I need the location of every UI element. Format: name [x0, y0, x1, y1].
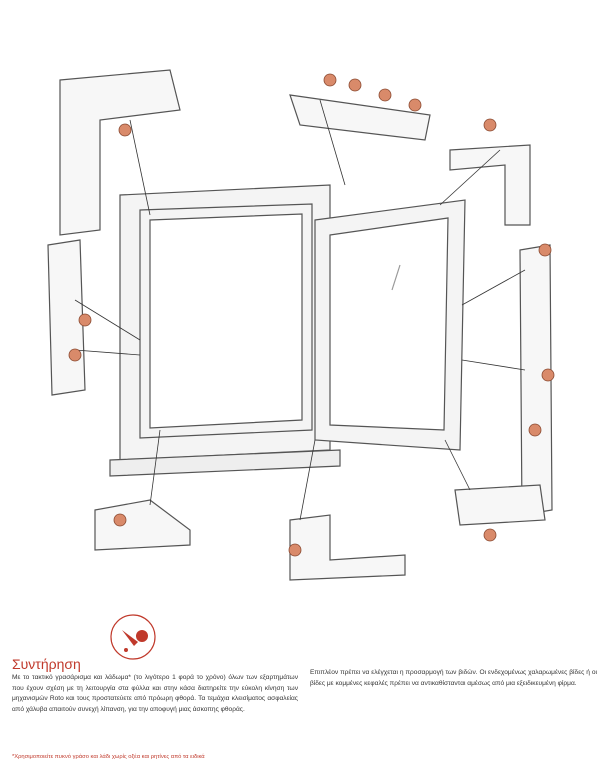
paragraph-right: Επιπλέον πρέπει να ελέγχεται η προσαρμογ… — [310, 669, 597, 687]
oil-drop-icon — [110, 614, 156, 660]
footnote: *Χρησιμοποιείτε πυκνό γράσο και λάδι χωρ… — [12, 754, 205, 760]
paragraph-left: Με το τακτικό γρασάρισμα και λάδωμα* (το… — [12, 674, 298, 713]
window-maintenance-illustration — [47, 69, 555, 581]
detail-bottom-left — [94, 499, 191, 551]
detail-top-left — [59, 69, 181, 236]
oil-cans — [68, 73, 555, 557]
detail-bottom-center — [289, 514, 406, 581]
section-title: Συντήρηση — [12, 656, 81, 672]
detail-top-right — [289, 94, 531, 226]
window-sash — [314, 199, 466, 451]
leader-lines — [74, 99, 526, 521]
window-frame — [109, 184, 341, 477]
detail-bottom-right — [454, 484, 546, 526]
